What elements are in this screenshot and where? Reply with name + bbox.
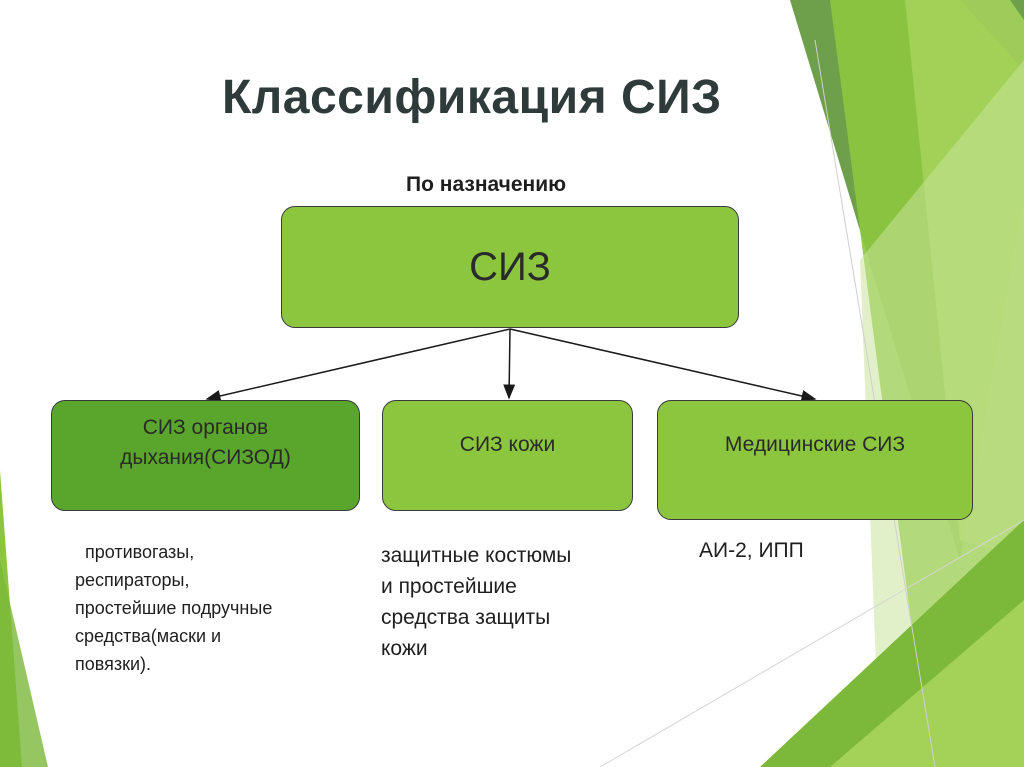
node-label-line: Медицинские СИЗ <box>724 433 906 456</box>
node-respiratory-protection: СИЗ органов дыхания(СИЗОД) <box>51 400 360 511</box>
slide-title: Классификация СИЗ <box>222 71 722 124</box>
description-line: и простейшие <box>381 575 517 598</box>
node-label-line: дыхания(СИЗОД) <box>120 446 291 469</box>
decor-shape-bottom-light <box>830 600 1024 767</box>
decor-shape-left-dark <box>0 560 48 767</box>
diagram-subtitle: По назначению <box>406 173 567 196</box>
node-medical-protection: Медицинские СИЗ <box>657 400 973 520</box>
description-skin: защитные костюмы и простейшие средства з… <box>381 540 641 664</box>
description-line: кожи <box>381 637 428 660</box>
connector-arrow-right <box>509 328 817 402</box>
description-line: повязки). <box>75 654 152 674</box>
description-line: защитные костюмы <box>381 544 572 567</box>
decor-line <box>599 519 1024 767</box>
description-line: АИ-2, ИПП <box>699 539 804 562</box>
description-medical: АИ-2, ИПП <box>699 537 849 565</box>
description-line: средства(маски и <box>75 626 222 646</box>
description-line: противогазы, <box>85 542 195 562</box>
connector-arrow-center <box>503 328 516 400</box>
root-node-label: СИЗ <box>469 244 551 289</box>
node-label-line: СИЗ кожи <box>459 433 556 456</box>
root-node: СИЗ <box>281 206 739 328</box>
description-line: средства защиты <box>381 606 551 629</box>
description-line: простейшие подручные <box>75 598 273 618</box>
connector-arrow-left <box>205 328 511 402</box>
description-respiratory: противогазы, респираторы, простейшие под… <box>75 538 345 678</box>
description-line: респираторы, <box>75 570 190 590</box>
node-skin-protection: СИЗ кожи <box>382 400 633 511</box>
node-label-line: СИЗ органов <box>142 416 269 439</box>
